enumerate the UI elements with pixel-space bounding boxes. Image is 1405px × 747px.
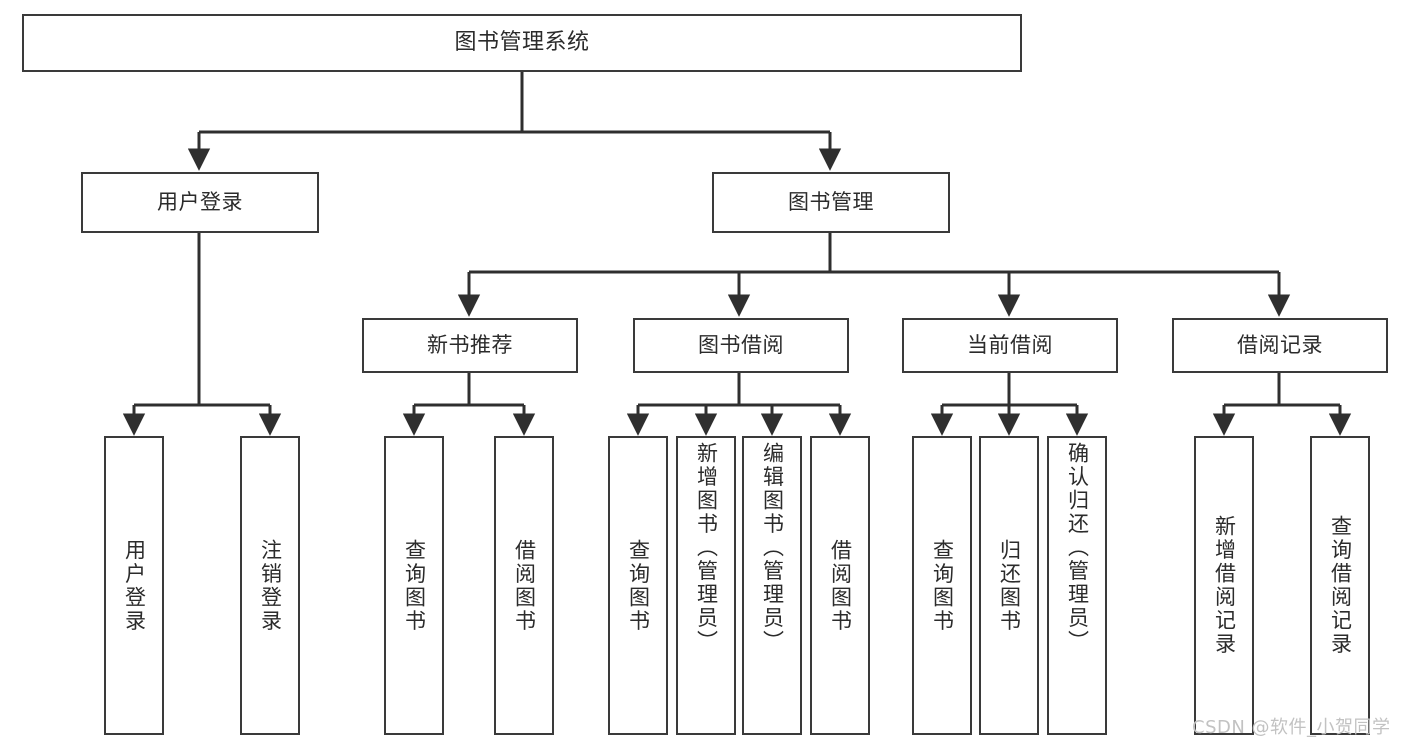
leaf-confirm-return-admin[interactable]: 确认归还（管理员） (1047, 436, 1107, 735)
node-root-book-management-system[interactable]: 图书管理系统 (22, 14, 1022, 72)
leaf-logout[interactable]: 注销登录 (240, 436, 300, 735)
leaf-query-books-current[interactable]: 查询图书 (912, 436, 972, 735)
node-label: 新增图书（管理员） (694, 442, 719, 654)
node-label: 图书管理 (788, 190, 874, 215)
leaf-query-books-borrowing[interactable]: 查询图书 (608, 436, 668, 735)
node-user-login[interactable]: 用户登录 (81, 172, 319, 233)
node-label: 查询图书 (930, 538, 955, 633)
node-label: 借阅图书 (512, 538, 537, 633)
node-label: 归还图书 (997, 538, 1022, 633)
node-book-management[interactable]: 图书管理 (712, 172, 950, 233)
node-label: 用户登录 (122, 538, 147, 633)
leaf-borrow-books-borrowing[interactable]: 借阅图书 (810, 436, 870, 735)
node-label: 查询图书 (402, 538, 427, 633)
node-label: 借阅记录 (1237, 333, 1323, 358)
leaf-add-book-admin[interactable]: 新增图书（管理员） (676, 436, 736, 735)
node-book-borrowing[interactable]: 图书借阅 (633, 318, 849, 373)
node-current-borrowing[interactable]: 当前借阅 (902, 318, 1118, 373)
node-label: 编辑图书（管理员） (760, 442, 785, 654)
node-label: 查询图书 (626, 538, 651, 633)
node-label: 新书推荐 (427, 333, 513, 358)
leaf-return-books[interactable]: 归还图书 (979, 436, 1039, 735)
node-borrowing-records[interactable]: 借阅记录 (1172, 318, 1388, 373)
node-label: 注销登录 (258, 538, 283, 633)
leaf-query-books-recommendation[interactable]: 查询图书 (384, 436, 444, 735)
leaf-borrow-books-recommendation[interactable]: 借阅图书 (494, 436, 554, 735)
node-label: 用户登录 (157, 190, 243, 215)
node-label: 查询借阅记录 (1328, 515, 1353, 656)
node-label: 图书借阅 (698, 333, 784, 358)
leaf-user-login[interactable]: 用户登录 (104, 436, 164, 735)
node-label: 借阅图书 (828, 538, 853, 633)
leaf-add-borrowing-record[interactable]: 新增借阅记录 (1194, 436, 1254, 735)
node-label: 图书管理系统 (454, 30, 590, 56)
leaf-edit-book-admin[interactable]: 编辑图书（管理员） (742, 436, 802, 735)
leaf-query-borrowing-record[interactable]: 查询借阅记录 (1310, 436, 1370, 735)
node-new-book-recommendation[interactable]: 新书推荐 (362, 318, 578, 373)
csdn-watermark: CSDN @软件_小贺同学 (1192, 717, 1391, 738)
node-label: 确认归还（管理员） (1065, 442, 1090, 654)
node-label: 新增借阅记录 (1212, 515, 1237, 656)
node-label: 当前借阅 (967, 333, 1053, 358)
